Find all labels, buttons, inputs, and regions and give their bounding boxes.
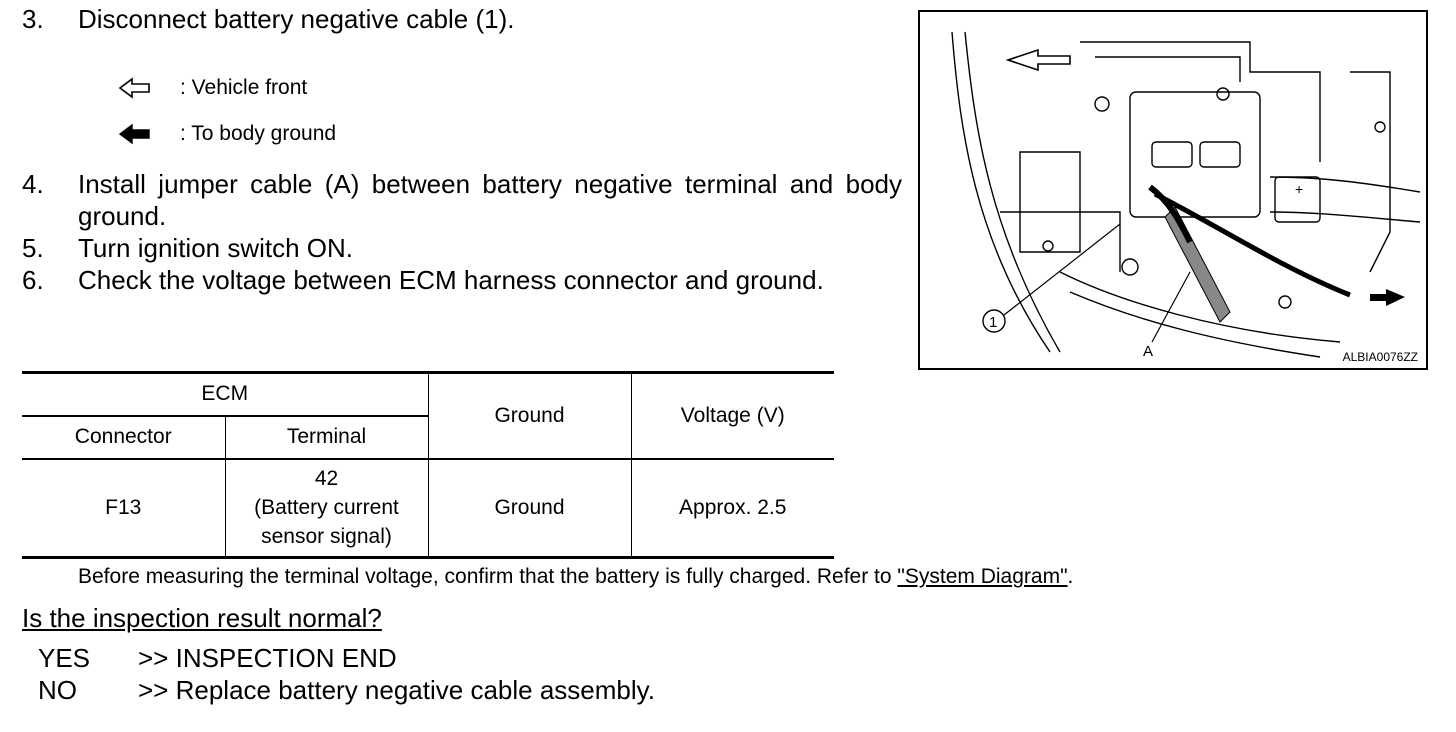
step-number: 6. bbox=[22, 265, 44, 295]
terminal-number: 42 bbox=[314, 467, 339, 491]
terminal-desc-line1: (Battery current bbox=[254, 496, 399, 520]
legend-body-ground: : To body ground bbox=[118, 119, 336, 149]
legend-label: : Vehicle front bbox=[180, 76, 308, 99]
figure-code: ALBIA0076ZZ bbox=[1342, 350, 1418, 364]
legend-label: : To body ground bbox=[180, 122, 337, 145]
cell-ground: Ground bbox=[428, 458, 632, 559]
inspection-question: Is the inspection result normal? bbox=[22, 603, 382, 633]
header-ground: Ground bbox=[428, 371, 632, 460]
cell-terminal: 42 (Battery current sensor signal) bbox=[225, 458, 429, 559]
step-text: Turn ignition switch ON. bbox=[78, 233, 354, 263]
outline-arrow-left-icon bbox=[118, 77, 150, 99]
step-text: Install jumper cable (A) between battery… bbox=[78, 169, 902, 231]
answer-text: >> Replace battery negative cable assemb… bbox=[138, 675, 655, 705]
step-text: Check the voltage between ECM harness co… bbox=[78, 265, 824, 295]
answer-label: YES bbox=[38, 643, 91, 673]
header-ecm: ECM bbox=[22, 371, 429, 417]
system-diagram-link[interactable]: "System Diagram" bbox=[897, 565, 1068, 588]
legend-vehicle-front: : Vehicle front bbox=[118, 73, 307, 103]
terminal-desc-line2: sensor signal) bbox=[261, 525, 392, 549]
table-row: F13 42 (Battery current sensor signal) G… bbox=[22, 458, 834, 559]
answer-yes: YES >> INSPECTION END bbox=[38, 643, 397, 674]
callout-a: A bbox=[1143, 343, 1153, 360]
voltage-spec-table: ECM Ground Voltage (V) Connector Termina… bbox=[22, 371, 834, 559]
answer-no: NO >> Replace battery negative cable asse… bbox=[38, 675, 655, 706]
step-3: 3. Disconnect battery negative cable (1)… bbox=[22, 3, 902, 35]
cell-connector: F13 bbox=[22, 458, 226, 559]
note-text: Before measuring the terminal voltage, c… bbox=[78, 565, 898, 588]
step-5: 5. Turn ignition switch ON. bbox=[22, 232, 902, 264]
answer-text: >> INSPECTION END bbox=[138, 643, 397, 673]
step-number: 3. bbox=[22, 4, 44, 34]
callout-1: 1 bbox=[989, 314, 997, 331]
note-tail: . bbox=[1067, 565, 1074, 588]
battery-jumper-illustration: + 1 A ALBIA0076ZZ bbox=[918, 10, 1428, 370]
engine-bay-drawing: + 1 A bbox=[951, 31, 1421, 360]
answer-label: NO bbox=[38, 675, 77, 705]
header-terminal: Terminal bbox=[225, 415, 429, 460]
measurement-note: Before measuring the terminal voltage, c… bbox=[78, 565, 1073, 589]
header-connector: Connector bbox=[22, 415, 226, 460]
step-text: Disconnect battery negative cable (1). bbox=[78, 4, 515, 34]
step-number: 4. bbox=[22, 169, 44, 199]
plus-symbol: + bbox=[1295, 181, 1303, 197]
solid-arrow-left-icon bbox=[118, 123, 150, 145]
header-voltage: Voltage (V) bbox=[631, 371, 834, 460]
step-4: 4. Install jumper cable (A) between batt… bbox=[22, 168, 902, 232]
cell-voltage: Approx. 2.5 bbox=[631, 458, 834, 559]
step-number: 5. bbox=[22, 233, 44, 263]
step-6: 6. Check the voltage between ECM harness… bbox=[22, 264, 902, 296]
